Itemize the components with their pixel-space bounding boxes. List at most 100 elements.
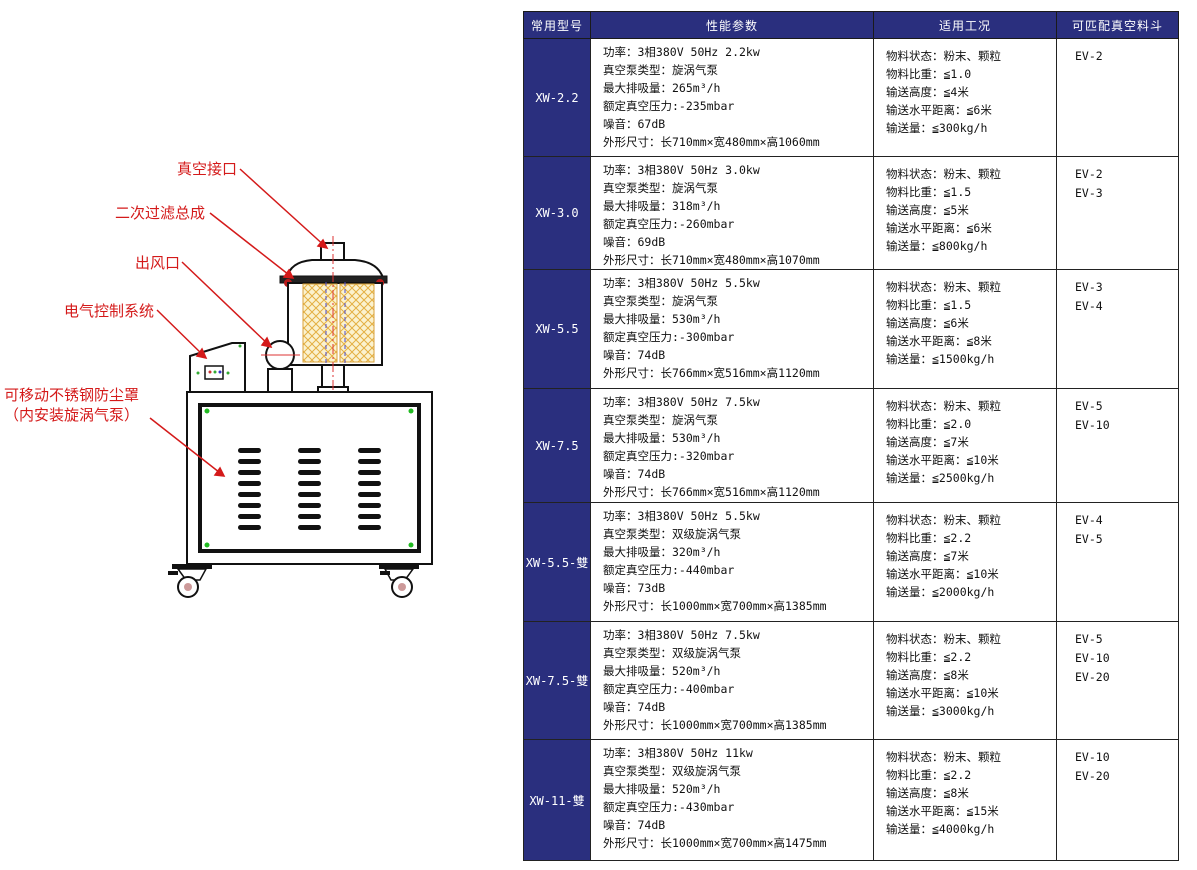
hopper-line: EV-10 [1075,651,1110,665]
model-cell: XW-5.5-雙 [523,502,591,622]
params-line: 功率：3相380V 50Hz 7.5kw [603,628,760,642]
hopper-line: EV-10 [1075,418,1110,432]
params-line: 真空泵类型：旋涡气泵 [603,413,718,427]
params-line: 真空泵类型：旋涡气泵 [603,294,718,308]
params-line: 噪音：74dB [603,700,666,714]
conditions-line: 输送量：≦300kg/h [886,121,988,135]
label-electric-control: 电气控制系统 [64,302,155,320]
params-line: 真空泵类型：双级旋涡气泵 [603,527,741,541]
params-line: 外形尺寸：长766mm×宽516mm×高1120mm [603,366,820,380]
params-line: 功率：3相380V 50Hz 5.5kw [603,509,760,523]
conditions-line: 输送水平距离：≦6米 [886,221,992,235]
params-line: 噪音：67dB [603,117,666,131]
params-line: 噪音：74dB [603,348,666,362]
params-line: 额定真空压力:-440mbar [603,563,735,577]
conditions-line: 物料比重：≦2.0 [886,417,972,431]
table-header-row: 常用型号 性能参数 适用工况 可匹配真空料斗 [523,11,1179,39]
conditions-line: 输送高度：≦4米 [886,85,969,99]
params-line: 最大排吸量：520m³/h [603,782,721,796]
conditions-line: 输送高度：≦8米 [886,786,969,800]
params-line: 最大排吸量：320m³/h [603,545,721,559]
params-line: 额定真空压力:-320mbar [603,449,735,463]
params-line: 功率：3相380V 50Hz 2.2kw [603,45,760,59]
conditions-line: 物料比重：≦1.5 [886,298,972,312]
params-line: 额定真空压力:-235mbar [603,99,735,113]
conditions-line: 物料状态：粉末、颗粒 [886,750,1001,764]
params-line: 外形尺寸：长710mm×宽480mm×高1060mm [603,135,820,149]
conditions-line: 输送高度：≦6米 [886,316,969,330]
hopper-line: EV-5 [1075,532,1103,546]
label-secondary-filter: 二次过滤总成 [115,204,206,222]
conditions-line: 输送水平距离：≦10米 [886,567,999,581]
hopper-line: EV-20 [1075,670,1110,684]
conditions-line: 输送量：≦1500kg/h [886,352,995,366]
conditions-cell: 物料状态：粉末、颗粒物料比重：≦2.2 输送高度：≦8米输送水平距离：≦15米输送… [873,739,1057,861]
conditions-line: 物料比重：≦2.2 [886,650,972,664]
params-line: 功率：3相380V 50Hz 7.5kw [603,395,760,409]
hopper-line: EV-20 [1075,769,1110,783]
params-line: 真空泵类型：双级旋涡气泵 [603,646,741,660]
conditions-line: 物料状态：粉末、颗粒 [886,399,1001,413]
params-line: 最大排吸量：520m³/h [603,664,721,678]
params-line: 外形尺寸：长766mm×宽516mm×高1120mm [603,485,820,499]
params-line: 外形尺寸：长1000mm×宽700mm×高1385mm [603,718,827,732]
conditions-line: 输送水平距离：≦15米 [886,804,999,818]
label-air-outlet: 出风口 [135,254,181,272]
conditions-line: 物料比重：≦1.5 [886,185,972,199]
params-line: 额定真空压力:-430mbar [603,800,735,814]
conditions-line: 输送量：≦4000kg/h [886,822,995,836]
params-line: 噪音：74dB [603,467,666,481]
hopper-line: EV-3 [1075,186,1103,200]
params-line: 功率：3相380V 50Hz 11kw [603,746,753,760]
hopper-line: EV-2 [1075,49,1103,63]
params-line: 额定真空压力:-400mbar [603,682,735,696]
label-dust-cover: 可移动不锈钢防尘罩 （内安装旋涡气泵） [4,385,139,425]
conditions-line: 输送高度：≦7米 [886,549,969,563]
conditions-line: 输送高度：≦8米 [886,668,969,682]
model-cell: XW-5.5 [523,269,591,389]
conditions-line: 物料状态：粉末、颗粒 [886,280,1001,294]
conditions-line: 输送量：≦2500kg/h [886,471,995,485]
conditions-line: 输送量：≦2000kg/h [886,585,995,599]
conditions-line: 输送高度：≦5米 [886,203,969,217]
header-conditions: 适用工况 [873,11,1057,39]
table-row: XW-5.5-雙功率：3相380V 50Hz 5.5kw 真空泵类型：双级旋涡气泵… [523,502,1179,622]
model-cell: XW-3.0 [523,156,591,270]
conditions-line: 输送量：≦3000kg/h [886,704,995,718]
conditions-line: 输送水平距离：≦8米 [886,334,992,348]
model-cell: XW-7.5 [523,388,591,503]
params-line: 功率：3相380V 50Hz 5.5kw [603,276,760,290]
conditions-line: 物料比重：≦2.2 [886,531,972,545]
header-params: 性能参数 [590,11,874,39]
machine-drawing [149,168,433,598]
conditions-line: 物料比重：≦2.2 [886,768,972,782]
conditions-line: 物料状态：粉末、颗粒 [886,49,1001,63]
params-line: 额定真空压力:-300mbar [603,330,735,344]
hopper-line: EV-3 [1075,280,1103,294]
conditions-line: 输送量：≦800kg/h [886,239,988,253]
params-line: 真空泵类型：旋涡气泵 [603,63,718,77]
conditions-line: 输送水平距离：≦10米 [886,686,999,700]
header-model: 常用型号 [523,11,591,39]
params-line: 最大排吸量：318m³/h [603,199,721,213]
params-cell: 功率：3相380V 50Hz 7.5kw 真空泵类型：双级旋涡气泵最大排吸量：52… [590,621,874,740]
hopper-line: EV-5 [1075,632,1103,646]
header-hoppers: 可匹配真空料斗 [1056,11,1179,39]
machine-diagram: 真空接口 二次过滤总成 出风口 电气控制系统 可移动不锈钢防尘罩 （内安装旋涡气… [0,0,520,870]
conditions-cell: 物料状态：粉末、颗粒物料比重：≦1.5 输送高度：≦6米输送水平距离：≦8米输送量… [873,269,1057,389]
params-line: 噪音：73dB [603,581,666,595]
